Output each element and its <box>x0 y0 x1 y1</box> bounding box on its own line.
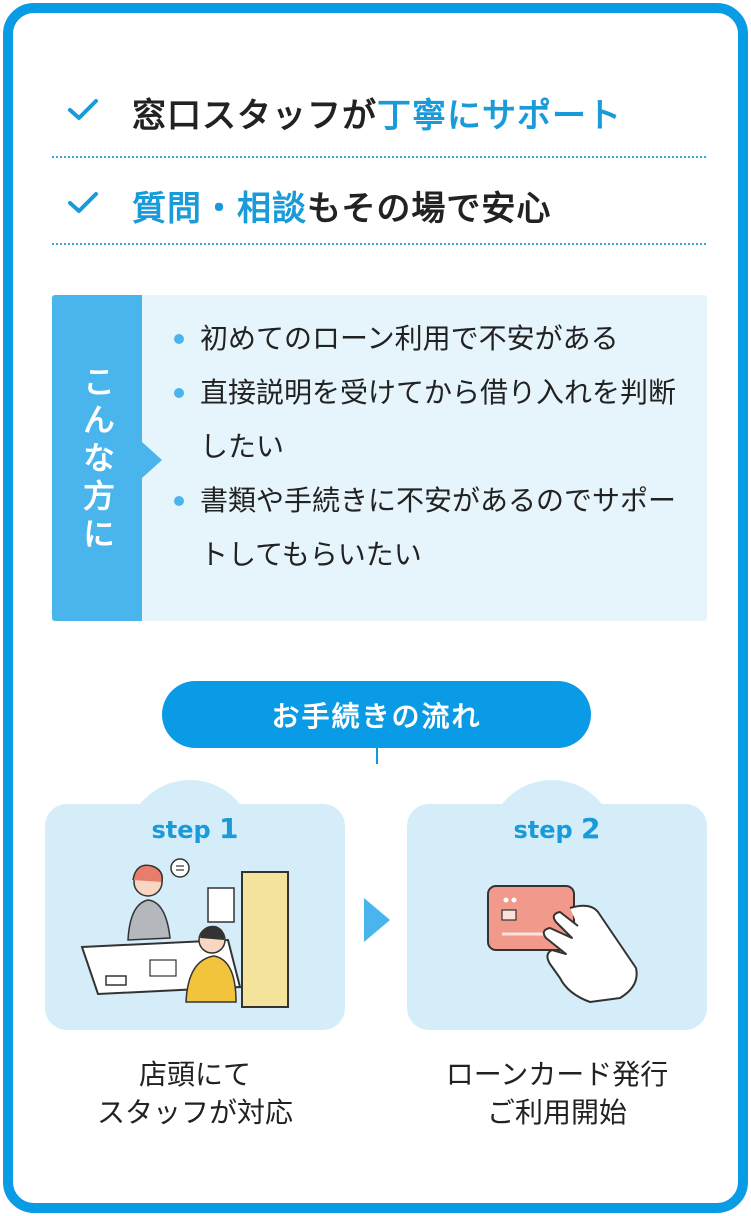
step-2-caption: ローンカード発行 ご利用開始 <box>445 1058 669 1129</box>
feature-2: 質問・相談もその場で安心 <box>132 181 551 230</box>
step-1-title: step 1 <box>151 812 239 845</box>
flow-title: お手続きの流れ <box>162 681 591 748</box>
arrow-right-icon <box>364 898 390 942</box>
arrow-right-icon <box>142 442 162 478</box>
divider <box>52 156 706 158</box>
step-2-title: step 2 <box>513 812 601 845</box>
feature-2-highlight: 質問・相談 <box>132 189 307 229</box>
list-item: 直接説明を受けてから借り入れを判断したい <box>172 366 692 474</box>
card-hand-illustration <box>487 885 638 1003</box>
list-item: 初めてのローン利用で不安がある <box>172 312 692 366</box>
bullet-dot-icon <box>174 334 184 344</box>
feature-1: 窓口スタッフが丁寧にサポート <box>132 88 622 137</box>
check-icon <box>68 99 98 120</box>
staff-counter-illustration <box>80 858 289 1008</box>
target-list: 初めてのローン利用で不安がある 直接説明を受けてから借り入れを判断したい 書類や… <box>172 312 692 582</box>
flow-connector <box>376 748 378 764</box>
bullet-dot-icon <box>174 388 184 398</box>
bullet-dot-icon <box>174 496 184 506</box>
feature-1-text: 窓口スタッフが <box>132 96 377 136</box>
target-label: こんな方に <box>78 365 116 555</box>
divider <box>52 243 706 245</box>
step-1-caption: 店頭にて スタッフが対応 <box>96 1058 293 1129</box>
check-icon <box>68 192 98 213</box>
target-label-bar: こんな方に <box>52 295 142 621</box>
list-item: 書類や手続きに不安があるのでサポートしてもらいたい <box>172 474 692 582</box>
feature-2-text: もその場で安心 <box>307 189 552 229</box>
feature-1-highlight: 丁寧にサポート <box>377 96 622 136</box>
